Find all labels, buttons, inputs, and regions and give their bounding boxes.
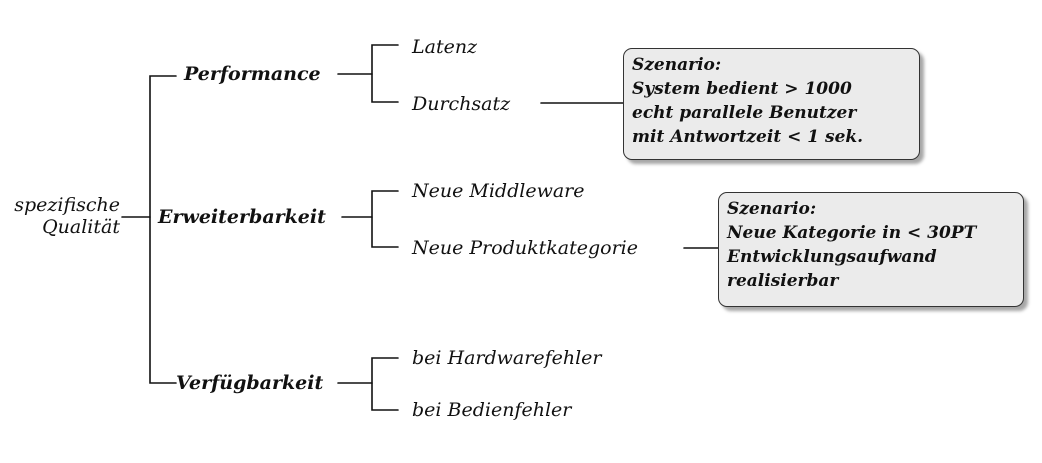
verfuegbarkeit-bracket — [371, 357, 399, 411]
scenario-line: echt parallele Benutzer — [632, 103, 857, 123]
root-node: spezifische Qualität — [0, 194, 120, 238]
leaf-neue-produktkategorie: Neue Produktkategorie — [412, 237, 638, 259]
leaf-neue-middleware: Neue Middleware — [412, 180, 585, 202]
scenario-line: System bedient > 1000 — [632, 79, 852, 99]
performance-bracket — [371, 44, 399, 103]
scenario-line: Szenario: — [632, 55, 722, 75]
node-verfuegbarkeit: Verfügbarkeit — [176, 372, 324, 394]
root-label-line1: spezifische — [14, 194, 120, 216]
root-label-line2: Qualität — [42, 216, 120, 238]
node-erweiterbarkeit: Erweiterbarkeit — [158, 206, 326, 228]
scenario-line: Entwicklungsaufwand — [727, 247, 937, 267]
scenario-line: mit Antwortzeit < 1 sek. — [632, 127, 864, 147]
node-performance: Performance — [184, 63, 321, 85]
leaf-bei-bedienfehler: bei Bedienfehler — [412, 399, 572, 421]
leaf-bei-hardwarefehler: bei Hardwarefehler — [412, 347, 602, 369]
scenario-line: Szenario: — [727, 199, 817, 219]
leaf-durchsatz: Durchsatz — [412, 93, 511, 115]
scenario-box-performance: Szenario: System bedient > 1000 echt par… — [623, 48, 920, 160]
scenario-line: Neue Kategorie in < 30PT — [727, 223, 977, 243]
scenario-box-erweiterbarkeit: Szenario: Neue Kategorie in < 30PT Entwi… — [718, 192, 1024, 307]
scenario-line: realisierbar — [727, 271, 839, 291]
leaf-latenz: Latenz — [412, 36, 478, 58]
root-bracket — [149, 75, 177, 384]
erweiterbarkeit-bracket — [371, 190, 399, 248]
